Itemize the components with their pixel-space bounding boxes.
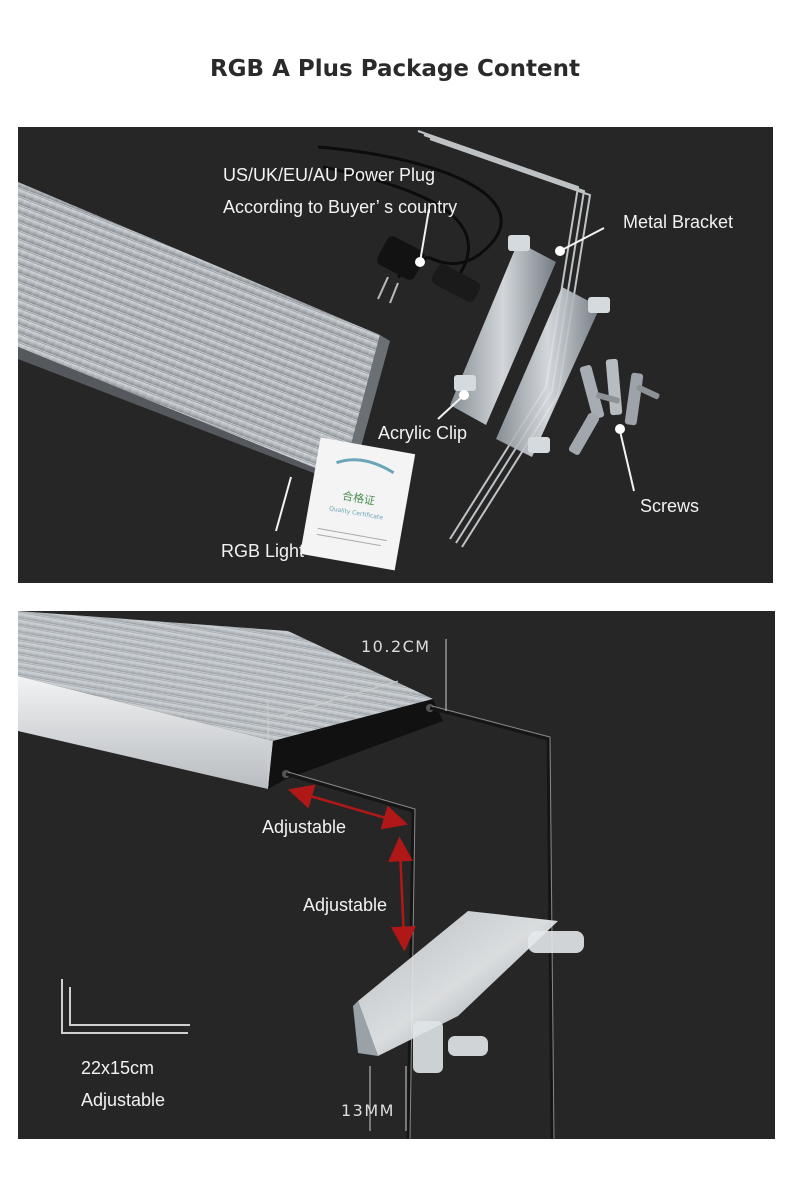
light-bar: [18, 611, 443, 789]
power-plug-label-line2: According to Buyer’ s country: [223, 197, 458, 217]
callout-dots: [415, 246, 625, 434]
clip-dimension-label: 13MM: [341, 1101, 395, 1120]
acrylic-clip-label: Acrylic Clip: [378, 423, 468, 443]
metal-bracket-label: Metal Bracket: [623, 212, 734, 232]
size-value-label: 22x15cm: [81, 1058, 155, 1078]
dimension-lines: [267, 639, 447, 1131]
acrylic-clip: [450, 235, 610, 457]
size-corner-icon: [61, 979, 190, 1034]
screws: [568, 358, 660, 455]
callout-lines: [275, 208, 635, 532]
width-dimension-label: 10.2CM: [361, 637, 431, 656]
adjustable-arrows: [288, 784, 416, 952]
dimensions-photo: 10.2CM Adjustable Adjustable 22x15cm Adj…: [18, 611, 775, 1139]
certificate-title: 合格证: [341, 488, 376, 508]
adjustable-vertical-label: Adjustable: [303, 895, 388, 915]
dimensions-illustration: [18, 611, 584, 1139]
power-plug: [377, 236, 481, 304]
package-content-photo: 合格证 Quality Certificate US/UK/EU/AU Powe…: [18, 127, 773, 583]
power-plug-label-line1: US/UK/EU/AU Power Plug: [223, 165, 436, 185]
rgb-light-label: RGB Light: [221, 541, 305, 561]
page-title: RGB A Plus Package Content: [209, 56, 581, 82]
screws-label: Screws: [640, 496, 700, 516]
size-note-label: Adjustable: [81, 1090, 166, 1110]
quality-certificate-card: 合格证 Quality Certificate: [300, 437, 416, 571]
package-illustration: 合格证 Quality Certificate: [18, 130, 660, 571]
acrylic-clip-closeup: [353, 911, 584, 1073]
adjustable-horizontal-label: Adjustable: [262, 817, 347, 837]
